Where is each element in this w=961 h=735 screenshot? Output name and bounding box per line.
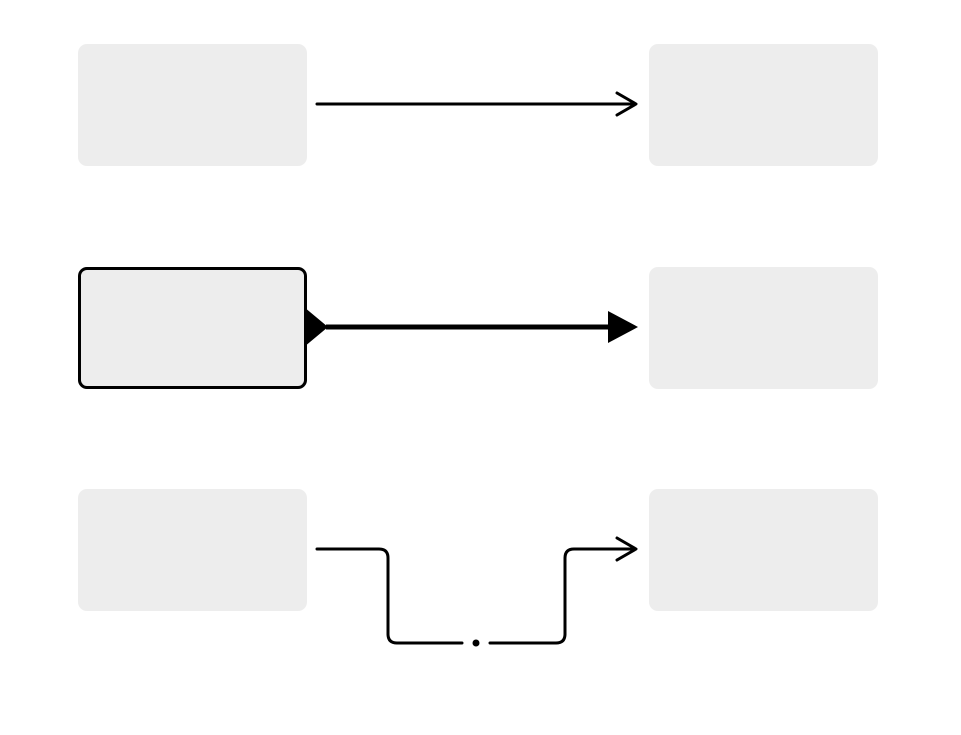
node-a2-selected[interactable]	[78, 267, 307, 389]
link-3-path-end[interactable]	[488, 547, 636, 645]
link-2-arrowhead	[608, 311, 638, 343]
link-2[interactable]	[304, 307, 638, 347]
node-a1[interactable]	[78, 44, 307, 166]
link-3-arrowhead	[615, 536, 638, 562]
node-b3[interactable]	[649, 489, 878, 611]
link-1-arrowhead	[615, 91, 638, 117]
link-3-path[interactable]	[315, 547, 464, 645]
node-b2[interactable]	[649, 267, 878, 389]
link-3[interactable]	[315, 536, 638, 647]
node-a3[interactable]	[78, 489, 307, 611]
link-3-midpoint-handle[interactable]	[472, 639, 480, 647]
link-1[interactable]	[315, 91, 638, 117]
node-b1[interactable]	[649, 44, 878, 166]
link-2-tail-triangle[interactable]	[304, 307, 328, 347]
